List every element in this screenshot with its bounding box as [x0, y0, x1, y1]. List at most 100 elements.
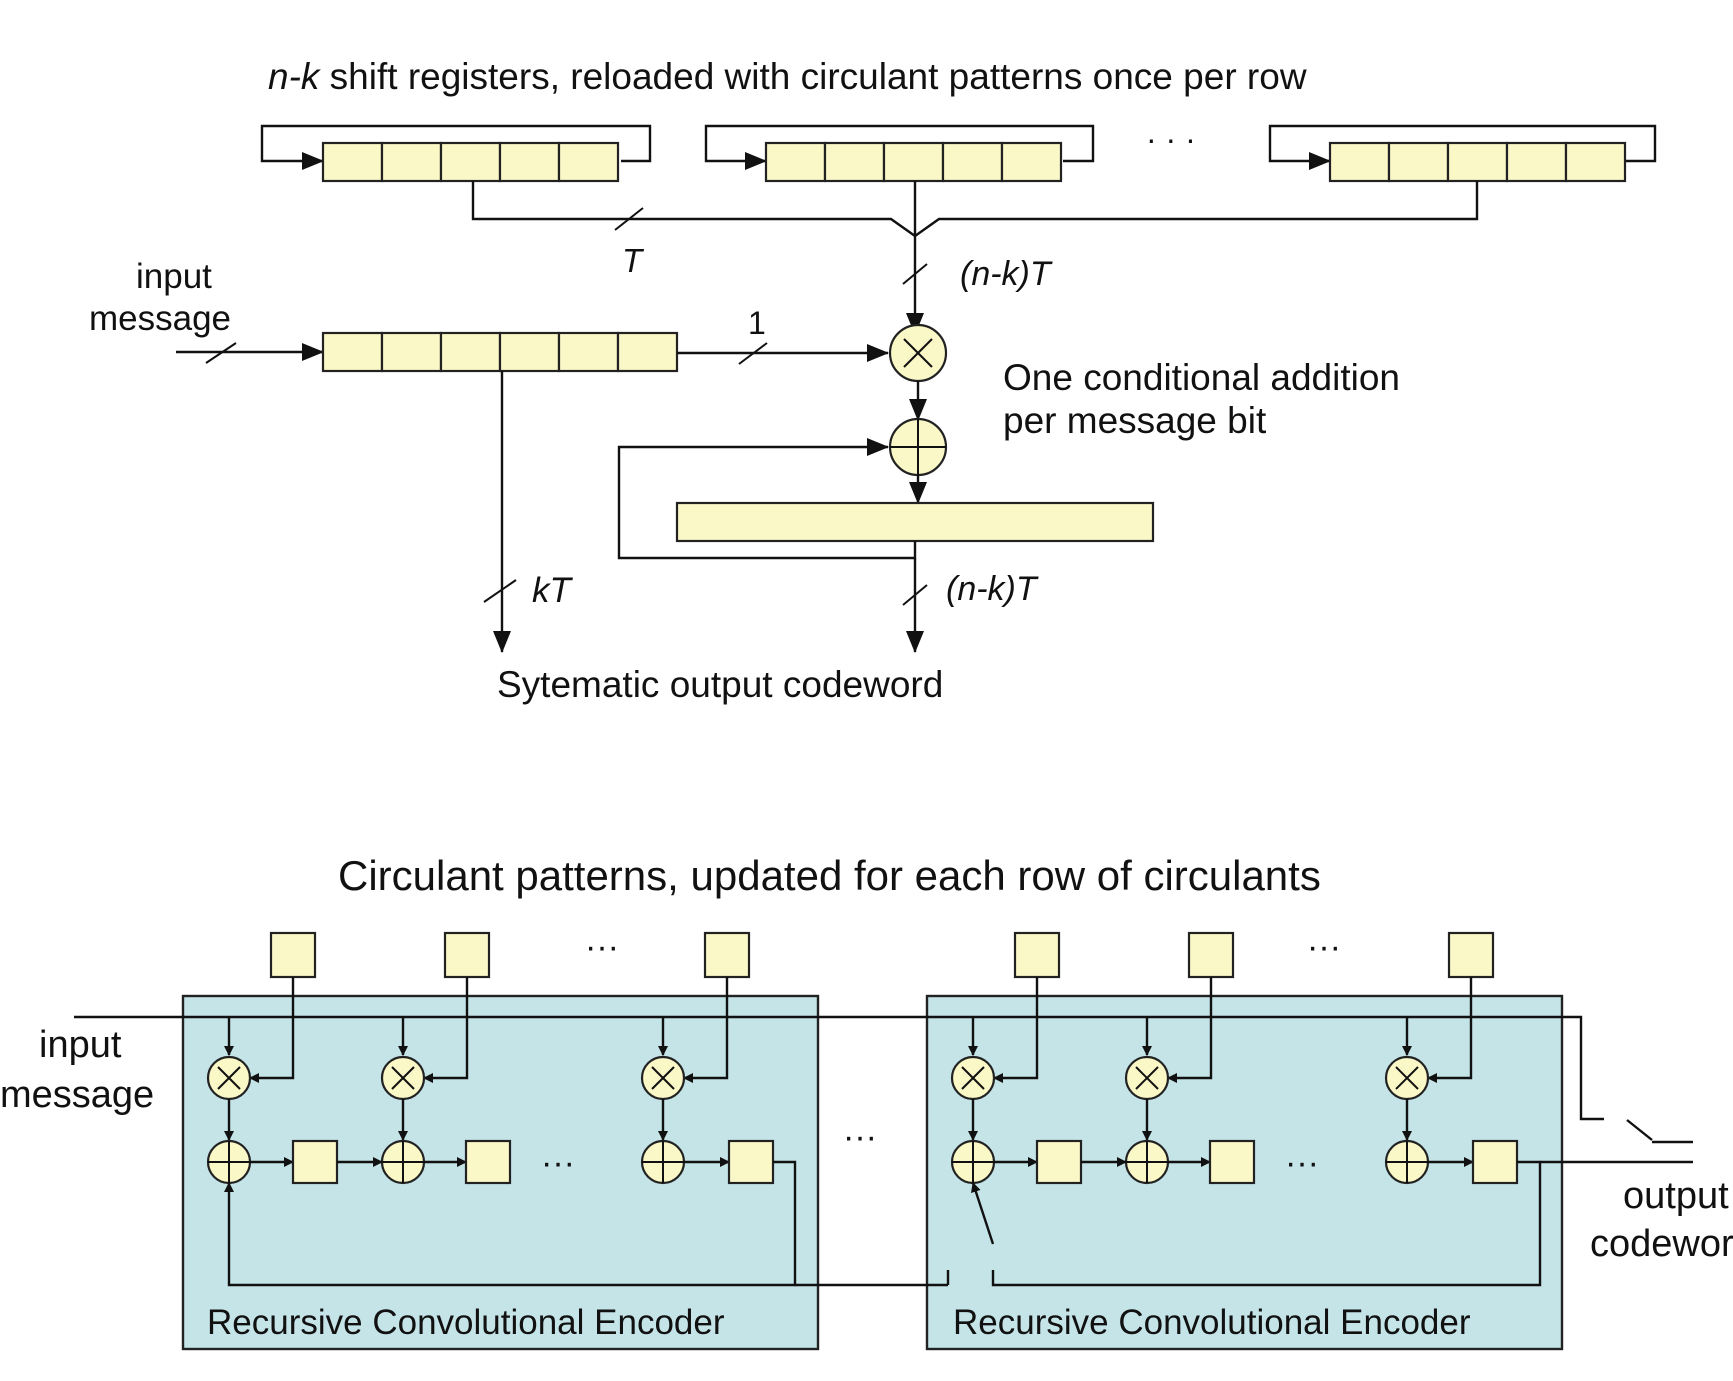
- stage-ellipsis: ···: [541, 1144, 575, 1182]
- pattern-cell: [1187, 931, 1235, 979]
- register-2-cell: [882, 141, 945, 183]
- pattern-cell: [703, 931, 751, 979]
- output-switch-blade: [1626, 1119, 1653, 1141]
- delay-cell: [727, 1139, 775, 1185]
- encoder-2-delay-chain: ···: [994, 1139, 1519, 1185]
- encoder-2-label: Recursive Convolutional Encoder: [953, 1303, 1471, 1342]
- pattern-cell: [269, 931, 317, 979]
- register-1-cell: [557, 141, 620, 183]
- register-3-cell: [1328, 141, 1391, 183]
- message-register-cell: [557, 331, 620, 373]
- register-1-cell: [321, 141, 384, 183]
- input-message-bus: [74, 1015, 1604, 1121]
- multiplier-icon: [1124, 1055, 1170, 1101]
- register-2-feedback-loop: [704, 124, 1095, 170]
- register-3-feedback-loop: [1268, 124, 1657, 170]
- adder-icon: [1124, 1139, 1170, 1185]
- label-nkT-bottom: (n-k)T: [946, 570, 1039, 608]
- delay-cell: [1035, 1139, 1083, 1185]
- xor-adder-icon: [888, 417, 948, 477]
- register-3-cell: [1387, 141, 1450, 183]
- message-register-cell: [616, 331, 679, 373]
- bus-width-tick: [902, 584, 928, 606]
- message-register: [321, 331, 679, 373]
- shift-register-1: [260, 124, 652, 183]
- bus-width-tick: [614, 207, 644, 231]
- multiplier-to-adder-wires: [224, 1099, 1412, 1141]
- register-2-cell: [941, 141, 1004, 183]
- multiplier-icon: [380, 1055, 426, 1101]
- label-one: 1: [748, 305, 766, 341]
- encoder-2-feedback-loop: [991, 1160, 1542, 1287]
- adder-icon: [640, 1139, 686, 1185]
- bottom-output-label-line1: output: [1623, 1175, 1729, 1217]
- register-1-cell: [439, 141, 502, 183]
- top-title: n-k shift registers, reloaded with circu…: [268, 56, 1307, 97]
- adder-icon: [1384, 1139, 1430, 1185]
- register-1-feedback-loop: [260, 124, 652, 170]
- accumulator-feedback-wire: [617, 438, 917, 560]
- bus-width-tick: [738, 342, 768, 365]
- note-line1: One conditional addition: [1003, 357, 1400, 398]
- systematic-output-label: Sytematic output codeword: [497, 664, 943, 705]
- encoder-1-stages: [224, 977, 729, 1083]
- message-register-cell: [321, 331, 384, 373]
- bottom-output-label-line2: codeword: [1590, 1223, 1733, 1265]
- bus-width-tick: [205, 342, 237, 364]
- note-line2: per message bit: [1003, 400, 1267, 441]
- adder-icon: [206, 1139, 252, 1185]
- bottom-input-label-line1: input: [39, 1024, 122, 1066]
- shift-register-2: [704, 124, 1095, 183]
- top-ellipsis: · · ·: [1146, 121, 1196, 157]
- encoder-2-feedback-switch: [971, 1182, 995, 1245]
- multiplier-icon: [950, 1055, 996, 1101]
- register-2-cell: [823, 141, 886, 183]
- register-1-cell: [498, 141, 561, 183]
- delay-cell: [291, 1139, 339, 1185]
- top-input-label-line1: input: [136, 257, 212, 296]
- bus-width-tick: [483, 579, 517, 603]
- bottom-input-label-line2: message: [0, 1074, 154, 1116]
- adder-icon: [950, 1139, 996, 1185]
- pattern-ellipsis: ···: [1307, 928, 1341, 966]
- label-T: T: [622, 242, 645, 279]
- register-3-cell: [1505, 141, 1568, 183]
- delay-cell: [1208, 1139, 1256, 1185]
- delay-cell: [1471, 1139, 1519, 1185]
- top-title-rest: shift registers, reloaded with circulant…: [319, 56, 1306, 97]
- register-1-cell: [380, 141, 443, 183]
- multiplier-icon: [206, 1055, 252, 1101]
- register-3-cell: [1564, 141, 1627, 183]
- top-input-label-line2: message: [89, 299, 231, 338]
- bottom-diagram: Circulant patterns, updated for each row…: [0, 852, 1733, 1351]
- register-2-cell: [764, 141, 827, 183]
- register-output-bus: [471, 181, 1479, 238]
- top-diagram: n-k shift registers, reloaded with circu…: [89, 56, 1657, 705]
- parity-accumulator-register: [675, 501, 1155, 543]
- delay-cell: [464, 1139, 512, 1185]
- pattern-cell: [443, 931, 491, 979]
- pattern-ellipsis: ···: [585, 928, 619, 966]
- top-title-nk: n-k: [268, 56, 322, 97]
- and-multiplier-icon: [888, 323, 948, 383]
- encoder-1-delay-chain: ···: [250, 1139, 775, 1185]
- pattern-cell: [1447, 931, 1495, 979]
- bus-width-tick: [902, 263, 928, 285]
- bottom-title: Circulant patterns, updated for each row…: [338, 852, 1321, 899]
- register-3-cell: [1446, 141, 1509, 183]
- message-register-cell: [439, 331, 502, 373]
- label-kT: kT: [532, 571, 574, 610]
- between-encoders-ellipsis: ···: [843, 1118, 877, 1156]
- message-register-cell: [498, 331, 561, 373]
- encoder-2-stages: [968, 977, 1473, 1083]
- register-2-cell: [1000, 141, 1063, 183]
- message-register-cell: [380, 331, 443, 373]
- adder-icon: [380, 1139, 426, 1185]
- encoder-1-label: Recursive Convolutional Encoder: [207, 1303, 725, 1342]
- label-nkT-top: (n-k)T: [960, 255, 1053, 293]
- multiplier-icon: [1384, 1055, 1430, 1101]
- multiplier-icon: [640, 1055, 686, 1101]
- stage-ellipsis: ···: [1285, 1144, 1319, 1182]
